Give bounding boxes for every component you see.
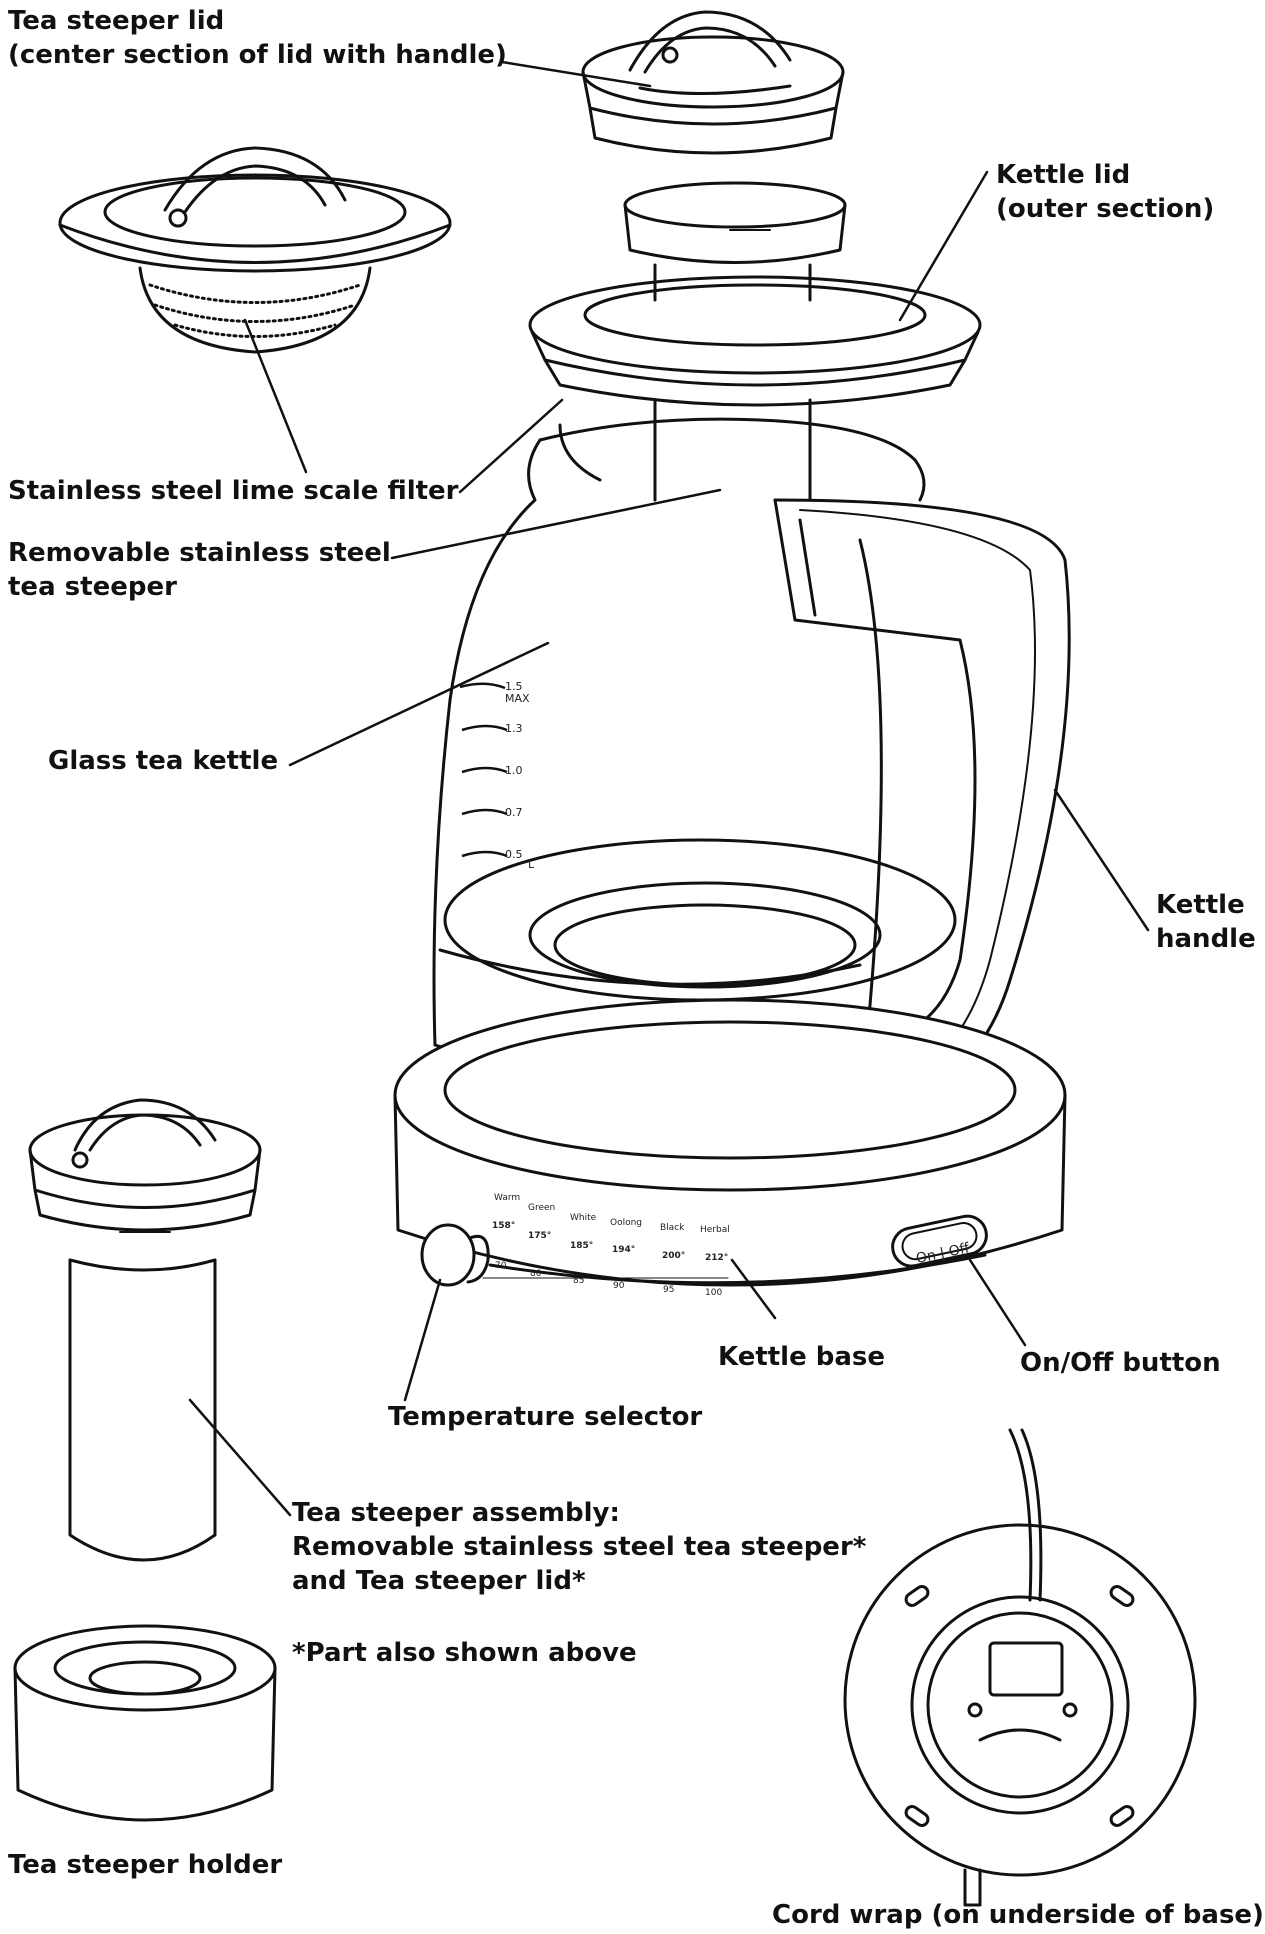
tea-type-herbal: Herbal bbox=[700, 1225, 730, 1235]
temp-c-green: 80 bbox=[530, 1269, 542, 1279]
label-lime-scale-filter: Stainless steel lime scale filter bbox=[8, 476, 459, 506]
leader-lines bbox=[188, 60, 1150, 1517]
level-1-5: 1.5 bbox=[505, 680, 523, 693]
tea-steeper-lid-illustration bbox=[581, 10, 845, 155]
kettle-base-illustration bbox=[393, 998, 1067, 1287]
removable-steeper-illustration bbox=[623, 181, 847, 502]
level-max: MAX bbox=[505, 692, 530, 705]
temp-c-warm: 70 bbox=[495, 1261, 507, 1271]
water-level-scale: 1.5 MAX 1.3 1.0 0.7 0.5 L bbox=[459, 680, 535, 871]
tea-type-green: Green bbox=[528, 1203, 555, 1213]
level-0-5: 0.5 bbox=[505, 848, 523, 861]
tea-steeper-holder-illustration bbox=[13, 1624, 277, 1822]
label-tea-steeper-holder: Tea steeper holder bbox=[8, 1850, 283, 1880]
glass-kettle-illustration bbox=[432, 417, 957, 1084]
temp-c-oolong: 90 bbox=[613, 1281, 625, 1291]
temperature-dial-labels: Warm Green White Oolong Black Herbal 158… bbox=[492, 1193, 730, 1298]
label-temperature-selector: Temperature selector bbox=[388, 1402, 703, 1432]
level-1-0: 1.0 bbox=[505, 764, 523, 777]
temp-f-herbal: 212° bbox=[705, 1253, 728, 1263]
level-1-3: 1.3 bbox=[505, 722, 523, 735]
temp-f-oolong: 194° bbox=[612, 1245, 635, 1255]
tea-type-white: White bbox=[570, 1213, 597, 1223]
label-kettle-base: Kettle base bbox=[718, 1342, 886, 1372]
label-part-note: *Part also shown above bbox=[292, 1638, 637, 1668]
tea-type-warm: Warm bbox=[494, 1193, 520, 1203]
label-glass-kettle: Glass tea kettle bbox=[48, 746, 279, 776]
temp-f-green: 175° bbox=[528, 1231, 551, 1241]
label-cord-wrap: Cord wrap (on underside of base) bbox=[772, 1900, 1264, 1930]
label-kettle-lid: Kettle lid (outer section) bbox=[996, 160, 1215, 224]
label-removable-steeper: Removable stainless steel tea steeper bbox=[8, 538, 391, 602]
temp-c-white: 85 bbox=[573, 1276, 584, 1286]
temp-f-white: 185° bbox=[570, 1241, 593, 1251]
label-tea-steeper-lid: Tea steeper lid (center section of lid w… bbox=[8, 6, 507, 70]
tea-type-oolong: Oolong bbox=[610, 1218, 642, 1228]
label-kettle-handle: Kettle handle bbox=[1156, 890, 1256, 954]
temp-c-herbal: 100 bbox=[705, 1288, 722, 1298]
temp-f-warm: 158° bbox=[492, 1221, 515, 1231]
label-on-off-button: On/Off button bbox=[1020, 1348, 1221, 1378]
level-unit: L bbox=[528, 858, 535, 871]
level-0-7: 0.7 bbox=[505, 806, 523, 819]
tea-steeper-assembly-illustration bbox=[28, 1098, 262, 1562]
kettle-lid-illustration bbox=[528, 275, 982, 407]
tea-type-black: Black bbox=[660, 1223, 685, 1233]
lime-scale-filter-illustration bbox=[58, 146, 452, 354]
temp-f-black: 200° bbox=[662, 1251, 685, 1261]
cord-wrap-illustration bbox=[843, 1428, 1197, 1907]
label-steeper-assembly: Tea steeper assembly: Removable stainles… bbox=[292, 1498, 867, 1596]
temp-c-black: 95 bbox=[663, 1285, 674, 1295]
